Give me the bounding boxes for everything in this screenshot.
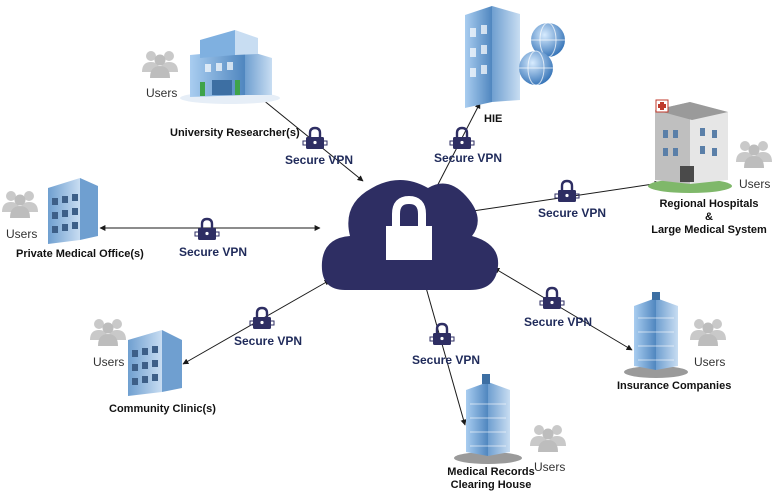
vpn-label-private-office: Secure VPN [179, 245, 248, 259]
university-building-icon [180, 30, 280, 104]
cloud-lock-icon [321, 180, 499, 290]
users-group-icon [2, 191, 38, 218]
community-clinic-building-icon [128, 330, 182, 396]
users-group-icon [142, 51, 178, 78]
users-group-icon [690, 319, 726, 346]
users-group-icon [90, 319, 126, 346]
private-office-label: Private Medical Office(s) [16, 248, 144, 260]
hospitals-label-line2: & [705, 211, 713, 223]
hospitals-label-line1: Regional Hospitals [659, 198, 759, 210]
vpn-label-hospitals: Secure VPN [538, 206, 607, 220]
vpn-label-insurance: Secure VPN [524, 315, 593, 329]
medical-records-building-icon [454, 374, 522, 464]
hie-label: HIE [484, 113, 503, 125]
medical-records-label: Medical Records Clearing House [446, 466, 536, 492]
hie-building-icon [465, 6, 565, 108]
community-clinic-label: Community Clinic(s) [109, 403, 216, 415]
medical-records-label-line1: Medical Records [447, 466, 535, 478]
medical-records-label-line2: Clearing House [450, 479, 532, 491]
hospitals-label: Regional Hospitals & Large Medical Syste… [647, 198, 771, 237]
private-office-users-label: Users [6, 227, 38, 241]
insurance-users-label: Users [694, 355, 726, 369]
private-office-building-icon [48, 178, 98, 244]
insurance-label: Insurance Companies [617, 380, 732, 392]
medical-records-users-label: Users [534, 460, 566, 474]
vpn-label-hie: Secure VPN [434, 151, 503, 165]
users-group-icon [736, 141, 772, 168]
university-users-label: Users [146, 86, 178, 100]
vpn-label-community: Secure VPN [234, 334, 303, 348]
university-label: University Researcher(s) [170, 127, 300, 139]
vpn-label-medical-records: Secure VPN [412, 353, 481, 367]
community-users-label: Users [93, 355, 125, 369]
hospitals-users-label: Users [739, 177, 771, 191]
insurance-building-icon [624, 292, 688, 378]
users-group-icon [530, 425, 566, 452]
hospitals-label-line3: Large Medical System [651, 224, 767, 236]
vpn-label-university: Secure VPN [285, 153, 354, 167]
hospital-building-icon [648, 99, 732, 193]
